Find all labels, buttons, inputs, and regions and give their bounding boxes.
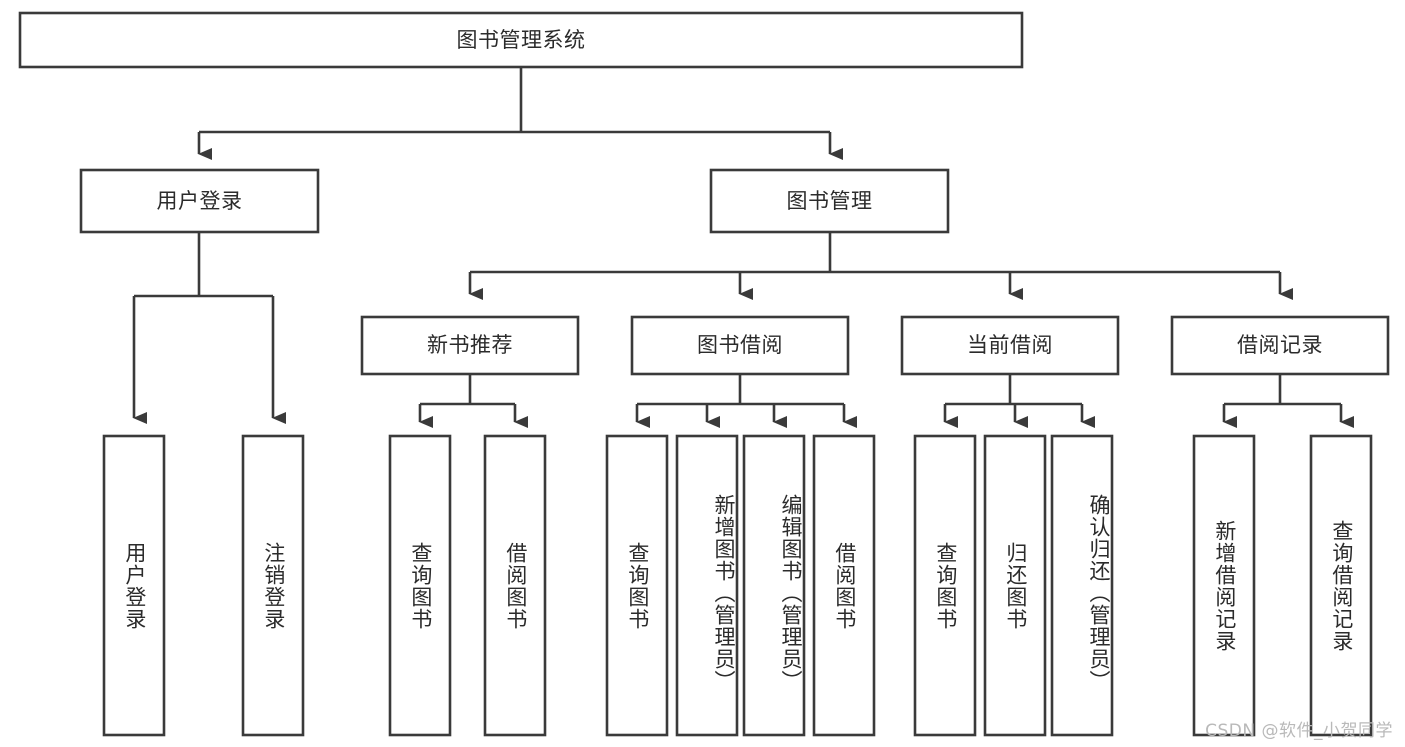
node-leaf-query-book-3-box[interactable] <box>913 434 977 737</box>
node-book-manage-box[interactable] <box>709 168 950 234</box>
node-root-box[interactable] <box>18 11 1024 69</box>
node-leaf-confirm-return-box[interactable] <box>1050 434 1114 737</box>
node-leaf-query-record-box[interactable] <box>1309 434 1373 737</box>
node-leaf-logout-box[interactable] <box>241 434 305 737</box>
node-user-login-box[interactable] <box>79 168 320 234</box>
node-borrow-record-box[interactable] <box>1170 315 1390 376</box>
node-leaf-borrow-book-2-box[interactable] <box>812 434 876 737</box>
node-leaf-return-book-box[interactable] <box>983 434 1047 737</box>
node-leaf-add-record-box[interactable] <box>1192 434 1256 737</box>
node-leaf-edit-book-box[interactable] <box>742 434 806 737</box>
node-leaf-borrow-book-1-box[interactable] <box>483 434 547 737</box>
node-leaf-user-login-box[interactable] <box>102 434 166 737</box>
node-leaf-add-book-box[interactable] <box>675 434 739 737</box>
node-new-book-recommend-box[interactable] <box>360 315 580 376</box>
node-current-borrow-box[interactable] <box>900 315 1120 376</box>
node-book-borrow-box[interactable] <box>630 315 850 376</box>
node-leaf-query-book-1-box[interactable] <box>388 434 452 737</box>
node-leaf-query-book-2-box[interactable] <box>605 434 669 737</box>
